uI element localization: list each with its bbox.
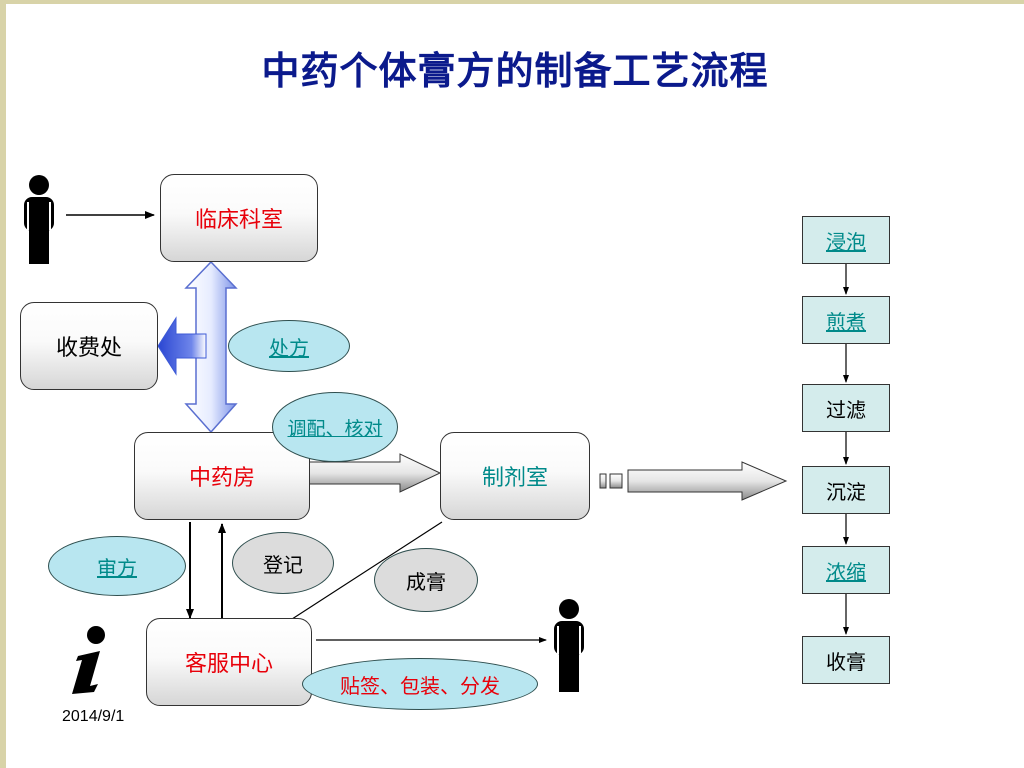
step-settle: 沉淀 <box>802 466 890 514</box>
step-filter: 过滤 <box>802 384 890 432</box>
step-concentrate[interactable]: 浓缩 <box>802 546 890 594</box>
pharmacy-box[interactable]: 中药房 <box>134 432 310 520</box>
dispense-check-oval[interactable]: 调配、核对 <box>272 392 398 462</box>
person-icon <box>554 599 584 692</box>
step-decoct[interactable]: 煎煮 <box>802 296 890 344</box>
clinic-label: 临床科室 <box>194 208 283 233</box>
pack-ship-label: 贴签、包装、分发 <box>340 673 500 698</box>
slide-date: 2014/9/1 <box>62 708 125 725</box>
step-label: 收膏 <box>826 649 866 674</box>
register-oval: 登记 <box>232 532 334 594</box>
clinic-box[interactable]: 临床科室 <box>160 174 318 262</box>
step-label: 过滤 <box>826 397 866 422</box>
cashier-box[interactable]: 收费处 <box>20 302 158 390</box>
step-label: 浓缩 <box>826 559 866 584</box>
service-center-box[interactable]: 客服中心 <box>146 618 312 706</box>
step-label: 浸泡 <box>826 229 866 254</box>
prep-room-label: 制剂室 <box>481 466 548 491</box>
dispense-check-label: 调配、核对 <box>287 417 383 440</box>
arrow-to-cashier <box>157 316 207 376</box>
slide: 中药个体膏方的制备工艺流程 <box>6 4 1024 768</box>
dash-block <box>599 473 607 489</box>
pack-ship-oval: 贴签、包装、分发 <box>302 658 538 710</box>
review-label: 审方 <box>97 555 137 580</box>
page-title: 中药个体膏方的制备工艺流程 <box>261 49 769 93</box>
arrow-prep-to-process <box>627 461 788 501</box>
finished-oval: 成膏 <box>374 548 478 612</box>
prescription-label: 处方 <box>269 335 309 360</box>
cashier-label: 收费处 <box>55 336 122 361</box>
info-icon <box>72 626 105 694</box>
pharmacy-label: 中药房 <box>188 466 255 491</box>
step-label: 煎煮 <box>826 309 866 334</box>
prep-room-box[interactable]: 制剂室 <box>440 432 590 520</box>
arrow-prep-to-service <box>271 521 443 633</box>
dash-block <box>609 473 623 489</box>
review-oval[interactable]: 审方 <box>48 536 186 596</box>
finished-label: 成膏 <box>406 569 446 594</box>
connectors-layer <box>24 175 849 694</box>
step-finish: 收膏 <box>802 636 890 684</box>
step-soak[interactable]: 浸泡 <box>802 216 890 264</box>
service-center-label: 客服中心 <box>184 652 273 677</box>
prescription-oval[interactable]: 处方 <box>228 320 350 372</box>
register-label: 登记 <box>263 552 303 577</box>
step-label: 沉淀 <box>826 479 866 504</box>
person-icon <box>24 175 54 264</box>
